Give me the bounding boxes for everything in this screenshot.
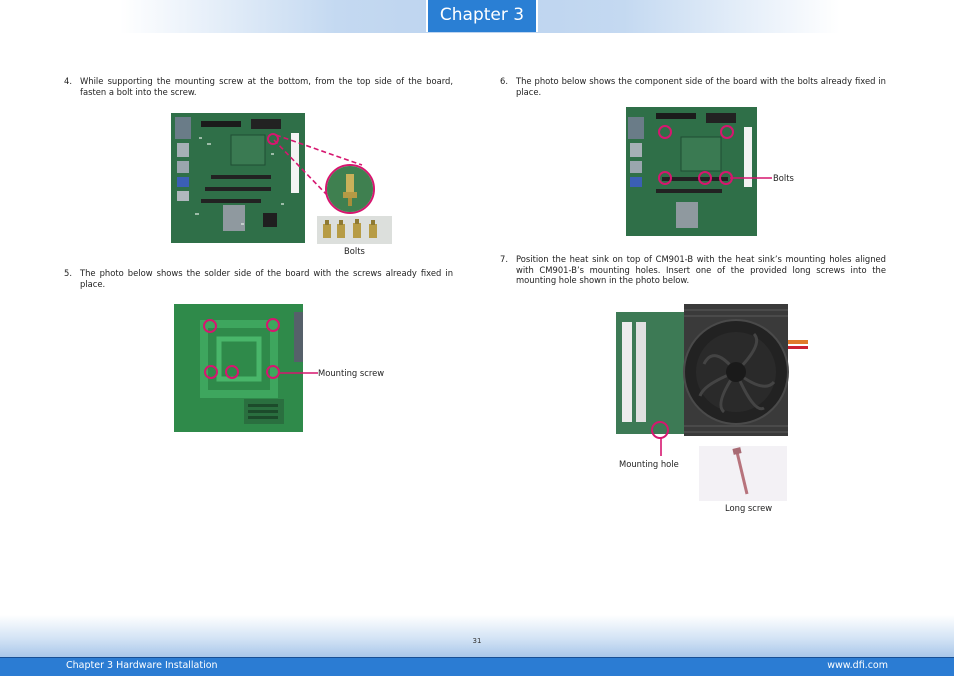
footer-chapter-title: Chapter 3 Hardware Installation xyxy=(66,660,218,671)
bolts-leader xyxy=(730,177,772,179)
page-number: 31 xyxy=(472,637,482,645)
bolt-closeup-circle xyxy=(325,164,375,214)
step-number: 4. xyxy=(64,76,72,86)
caption-mounting-screw: Mounting screw xyxy=(318,368,385,378)
board-component-side-photo xyxy=(171,113,305,243)
bolts-photo xyxy=(317,216,392,244)
footer-website-link[interactable]: www.dfi.com xyxy=(827,660,888,671)
callout-lines xyxy=(273,134,363,197)
step-text: The photo below shows the solder side of… xyxy=(80,268,453,289)
caption-bolts-right: Bolts xyxy=(773,173,794,183)
step-text: The photo below shows the component side… xyxy=(516,76,886,97)
long-screw-photo xyxy=(699,446,787,501)
step-number: 6. xyxy=(500,76,508,86)
caption-bolts: Bolts xyxy=(344,246,365,256)
heatsink-photo xyxy=(614,304,810,440)
chapter-tab: Chapter 3 xyxy=(426,0,538,32)
step-7: 7. Position the heat sink on top of CM90… xyxy=(500,254,886,286)
board-solder-side-photo xyxy=(174,304,303,432)
step-text: While supporting the mounting screw at t… xyxy=(80,76,453,97)
footer-band xyxy=(0,615,954,657)
mounting-hole-leader xyxy=(660,438,662,456)
step-5: 5. The photo below shows the solder side… xyxy=(64,268,453,289)
step-4: 4. While supporting the mounting screw a… xyxy=(64,76,453,97)
step-number: 5. xyxy=(64,268,72,278)
caption-long-screw: Long screw xyxy=(725,503,773,513)
footer-bar: Chapter 3 Hardware Installation www.dfi.… xyxy=(0,657,954,676)
step-text: Position the heat sink on top of CM901-B… xyxy=(516,254,886,285)
step-number: 7. xyxy=(500,254,508,264)
mounting-screw-leader xyxy=(280,372,318,374)
caption-mounting-hole: Mounting hole xyxy=(619,459,679,469)
step-6: 6. The photo below shows the component s… xyxy=(500,76,886,97)
board-with-bolts-photo xyxy=(626,107,757,236)
